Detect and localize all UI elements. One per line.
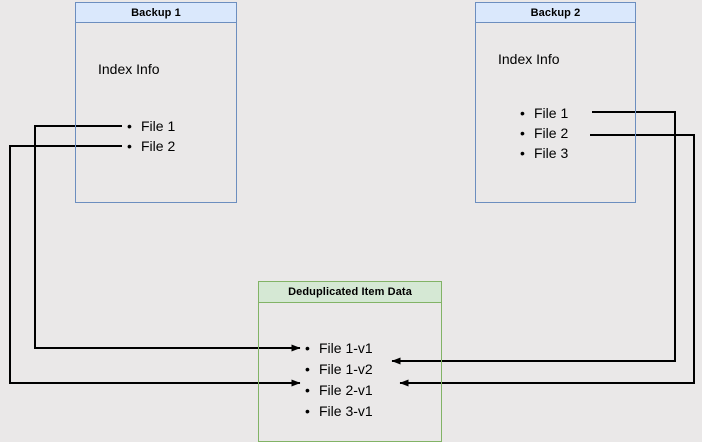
backup-2-header: Backup 2: [475, 2, 636, 23]
backup-1-index-info-label: Index Info: [98, 61, 160, 77]
backup-2-title: Backup 2: [530, 6, 581, 19]
list-item: File 3-v1: [305, 401, 373, 422]
list-item: File 1: [520, 103, 568, 123]
backup-1-header: Backup 1: [75, 2, 237, 23]
deduplicated-item-data-header: Deduplicated Item Data: [258, 281, 442, 303]
deduplicated-item-list: File 1-v1 File 1-v2 File 2-v1 File 3-v1: [305, 338, 373, 422]
list-item: File 2: [520, 123, 568, 143]
list-item: File 2: [127, 136, 175, 156]
connector-backup1-file1: [34, 125, 301, 352]
deduplicated-item-data-title: Deduplicated Item Data: [288, 286, 412, 298]
backup-2-index-info-label: Index Info: [498, 51, 560, 67]
backup-2-file-list: File 1 File 2 File 3: [520, 103, 568, 163]
backup-1-title: Backup 1: [131, 6, 181, 19]
backup-1-file-list: File 1 File 2: [127, 116, 175, 156]
connector-backup1-file2: [9, 145, 301, 387]
list-item: File 2-v1: [305, 380, 373, 401]
list-item: File 3: [520, 143, 568, 163]
list-item: File 1: [127, 116, 175, 136]
list-item: File 1-v2: [305, 359, 373, 380]
list-item: File 1-v1: [305, 338, 373, 359]
connector-backup2-file1: [391, 111, 676, 365]
backup-1-box: [75, 2, 237, 203]
connector-backup2-file2: [399, 134, 695, 387]
